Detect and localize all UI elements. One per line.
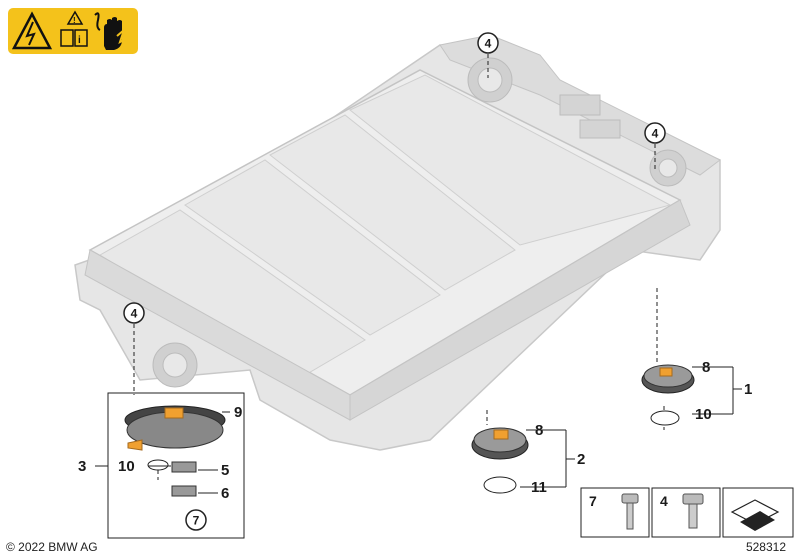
svg-text:!: ! bbox=[73, 16, 76, 25]
callout-11[interactable]: 11 bbox=[531, 479, 547, 496]
bracket-1 bbox=[692, 366, 742, 415]
drawing-number: 528312 bbox=[745, 540, 786, 554]
legend-label-7: 7 bbox=[589, 493, 597, 509]
copyright-text: © 2022 BMW AG bbox=[6, 540, 98, 554]
legend-label-4: 4 bbox=[660, 493, 668, 509]
callout-7-circle-label: 7 bbox=[193, 514, 200, 528]
callout-4-left-label: 4 bbox=[131, 307, 138, 321]
callout-7-circle[interactable]: 7 bbox=[185, 509, 207, 531]
callout-10-right[interactable]: 10 bbox=[695, 406, 712, 423]
connector-assembly-2[interactable] bbox=[471, 427, 529, 494]
svg-text:i: i bbox=[78, 35, 81, 46]
callout-1[interactable]: 1 bbox=[744, 381, 752, 398]
no-touch-hand-icon bbox=[94, 12, 129, 50]
connector-assembly-3[interactable] bbox=[124, 405, 226, 497]
connector-assembly-1[interactable] bbox=[641, 364, 695, 426]
callout-4-left[interactable]: 4 bbox=[123, 302, 145, 324]
callout-8-middle[interactable]: 8 bbox=[535, 422, 543, 439]
bracket-2 bbox=[520, 429, 575, 488]
legend-box-bolt-7[interactable]: 7 bbox=[580, 487, 650, 538]
navigation-arrow-icon bbox=[730, 499, 780, 531]
legend-box-bolt-4[interactable]: 4 bbox=[651, 487, 721, 538]
bracket-3 bbox=[95, 411, 230, 494]
callout-6[interactable]: 6 bbox=[221, 485, 229, 502]
callout-8-right[interactable]: 8 bbox=[702, 359, 710, 376]
callout-5[interactable]: 5 bbox=[221, 462, 229, 479]
callout-4-right-label: 4 bbox=[652, 127, 659, 141]
legend-box-arrow[interactable] bbox=[722, 487, 794, 538]
callout-9[interactable]: 9 bbox=[234, 404, 242, 421]
callout-10-left[interactable]: 10 bbox=[118, 458, 135, 475]
callout-4-top[interactable]: 4 bbox=[477, 32, 499, 54]
high-voltage-warning-icon bbox=[11, 11, 53, 50]
callout-4-right[interactable]: 4 bbox=[644, 122, 666, 144]
read-manual-icon: ! i bbox=[60, 10, 88, 47]
callout-3[interactable]: 3 bbox=[78, 458, 86, 475]
battery-housing bbox=[74, 34, 721, 451]
callout-4-top-label: 4 bbox=[485, 37, 492, 51]
callout-2[interactable]: 2 bbox=[577, 451, 585, 468]
leader-lines bbox=[133, 54, 665, 480]
